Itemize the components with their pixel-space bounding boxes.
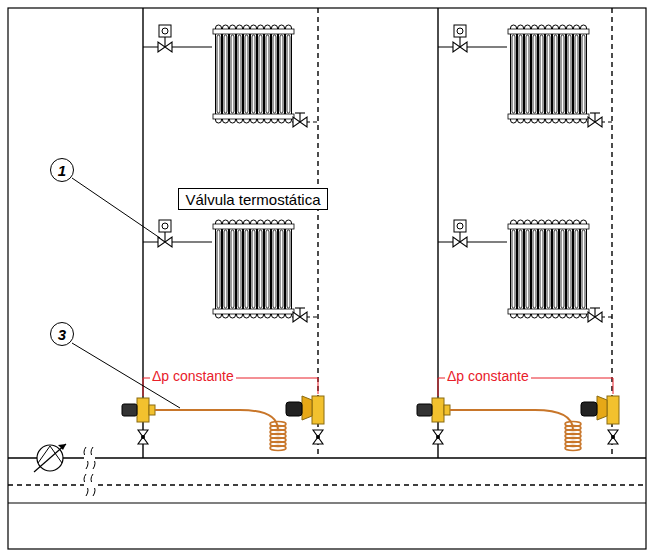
valve-stem [459, 37, 460, 47]
pipe [143, 46, 212, 47]
valve-knob [581, 402, 597, 416]
partner-valve [137, 398, 149, 422]
thermostatic-head [162, 223, 168, 229]
frame-line [8, 502, 646, 503]
valve-stem [299, 113, 300, 122]
valve-knob [122, 404, 137, 416]
illustration [8, 8, 646, 549]
callout-text: 3 [58, 326, 66, 343]
dp-bracket [613, 378, 614, 394]
thermostatic-head [159, 25, 171, 37]
callout-text: 1 [58, 162, 66, 179]
dp-label: Δp constante [150, 368, 236, 384]
return-riser [611, 8, 612, 458]
dp-bracket [143, 378, 144, 396]
callout-number: 1 [50, 158, 74, 182]
dp-controller [312, 396, 324, 424]
valve-symbol [138, 430, 148, 444]
valve-stem [299, 308, 300, 317]
dp-bracket [438, 378, 439, 396]
valve-stem [295, 307, 305, 308]
valve-stem [295, 112, 305, 113]
radiator [213, 25, 294, 123]
thermostatic-head [457, 28, 463, 34]
thermostatic-head [454, 220, 466, 232]
capillary-tube [450, 410, 573, 430]
label-box: Válvula termostática [178, 188, 328, 210]
thermostatic-head [162, 28, 168, 34]
pipe [438, 46, 507, 47]
supply-riser [437, 8, 438, 458]
dp-bracket [318, 378, 319, 394]
capillary-coil [270, 446, 286, 451]
valve-stem [164, 232, 165, 242]
dp-label: Δp constante [445, 368, 531, 384]
radiator [508, 220, 589, 318]
pump-arrow [34, 444, 66, 472]
pump-arrowhead [58, 444, 66, 450]
callout-number: 3 [50, 322, 74, 346]
valve-symbol [608, 430, 618, 444]
dp-controller [607, 396, 619, 424]
thermostatic-head [454, 25, 466, 37]
valve-stem [459, 232, 460, 242]
capillary-coil [565, 446, 581, 451]
pump-symbol [38, 446, 62, 463]
pipe [143, 241, 212, 242]
thermostatic-head [457, 223, 463, 229]
thermostatic-head [159, 220, 171, 232]
supply-riser [142, 8, 143, 458]
radiator [508, 25, 589, 123]
valve-stem [164, 37, 165, 47]
leader-line [72, 178, 160, 238]
frame [8, 8, 646, 549]
valve-symbol [433, 430, 443, 444]
valve-stem [590, 112, 600, 113]
partner-valve [432, 398, 444, 422]
valve-stem [594, 308, 595, 317]
valve-stem [590, 307, 600, 308]
return-riser [317, 8, 318, 458]
capillary-tube [155, 410, 278, 430]
radiator [213, 220, 294, 318]
valve-knob [417, 404, 432, 416]
valve-knob [286, 402, 302, 416]
valve-symbol [313, 430, 323, 444]
box-text: Válvula termostática [185, 191, 320, 208]
pipe [438, 241, 507, 242]
supply-main [8, 457, 646, 458]
valve-stem [594, 113, 595, 122]
return-main [8, 484, 646, 485]
